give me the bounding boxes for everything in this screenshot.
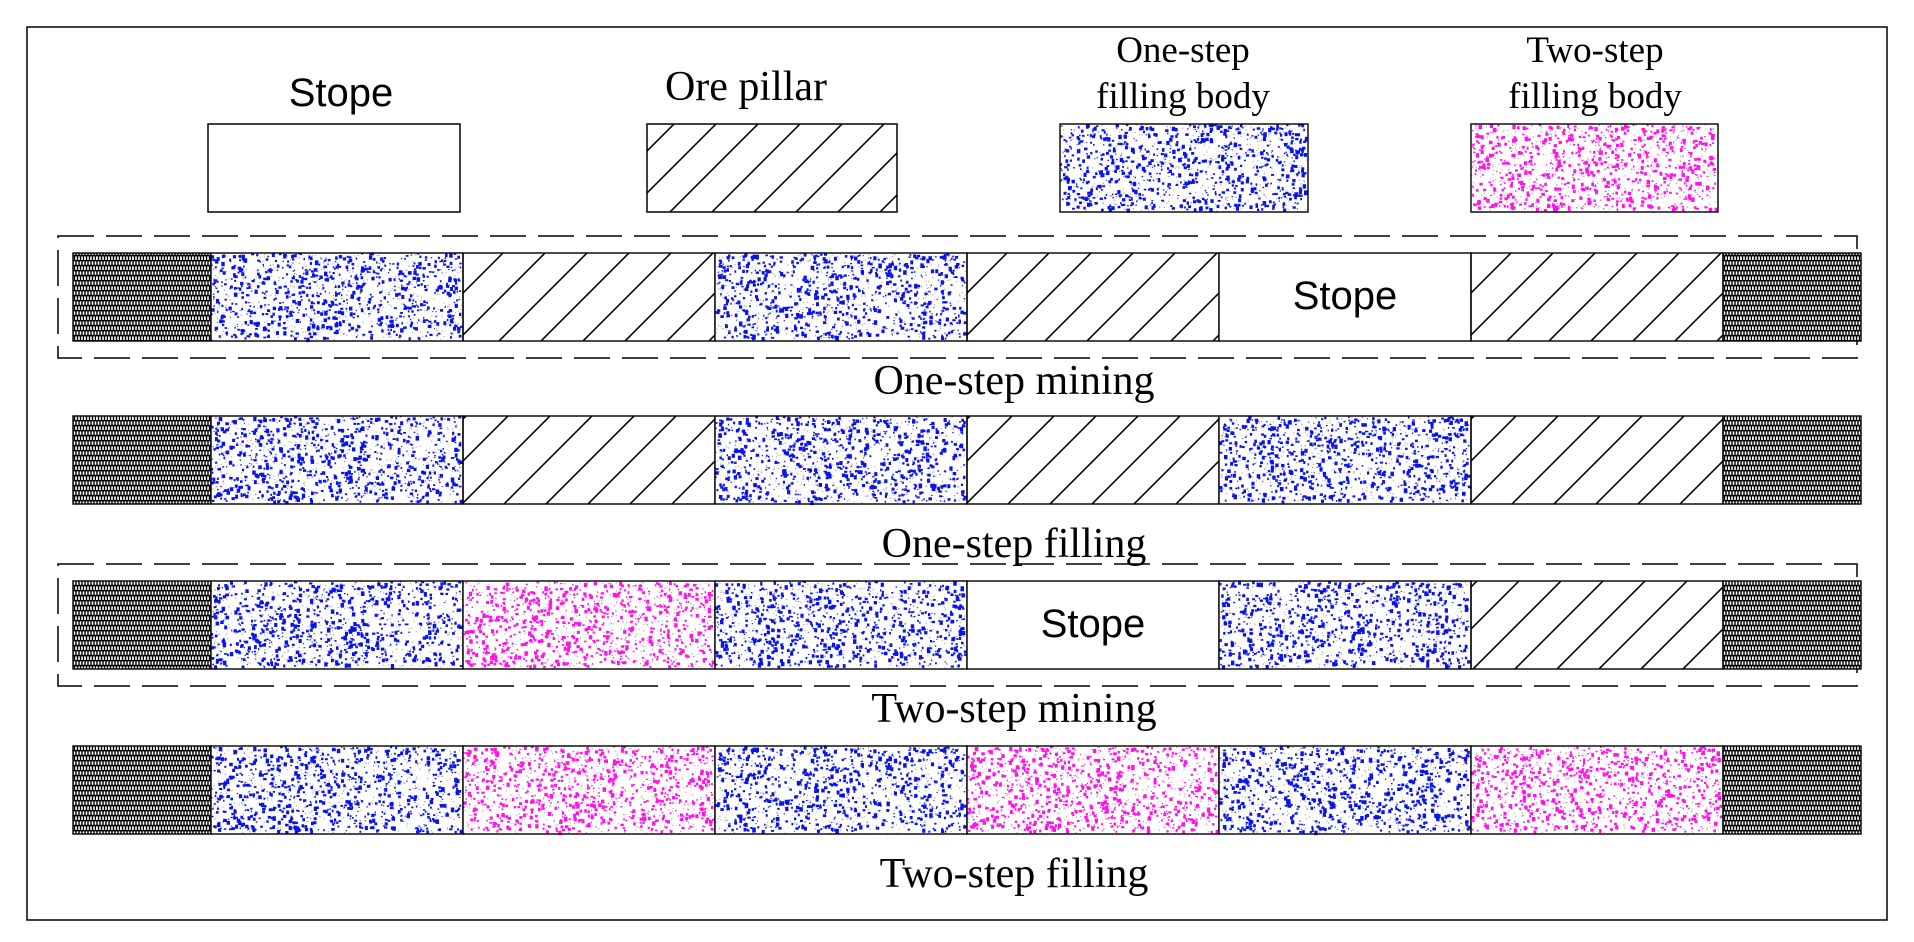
two-step-filling-body-cell [1470, 745, 1724, 836]
legend-one-step-label-line2: filling body [1096, 76, 1270, 117]
rock-wall-right [1722, 415, 1862, 505]
one-step-filling-body-cell [714, 580, 968, 670]
legend-two-step-fill-texture [1470, 123, 1719, 213]
ore-pillar-cell [966, 415, 1220, 505]
one-step-filling-body-cell [714, 415, 968, 506]
legend-ore-pillar-swatch [646, 123, 898, 213]
stope-cell-label: Stope [1293, 274, 1398, 318]
ore-pillar-cell [1470, 252, 1724, 342]
one-step-filling-body-cell [714, 252, 968, 343]
rock-wall-left [72, 415, 212, 505]
legend-two-step-fill-swatch [1470, 123, 1719, 213]
legend-two-step-label-line2: filling body [1508, 76, 1682, 117]
one-step-filling-body-cell [1218, 580, 1472, 670]
two-step-filling-body-cell [966, 745, 1220, 836]
ore-pillar-cell [1470, 415, 1724, 505]
row-caption-one-step-mining: One-step mining [873, 358, 1154, 404]
legend-two-step-label-line1: Two-step [1526, 30, 1663, 71]
stope-cell-label: Stope [1041, 602, 1146, 646]
legend-one-step-fill-swatch [1059, 123, 1309, 213]
row-one-step-filling: One-step filling [72, 415, 1862, 567]
rock-wall-left [72, 252, 212, 342]
one-step-filling-body-cell [210, 415, 464, 505]
legend-stope-label: Stope [289, 71, 394, 115]
rock-wall-left [72, 580, 212, 670]
ore-pillar-cell [966, 252, 1220, 342]
one-step-filling-body-cell [210, 745, 464, 836]
rock-wall-right [1722, 252, 1862, 342]
one-step-filling-body-cell [714, 745, 968, 836]
legend-one-step-label-line1: One-step [1116, 30, 1250, 71]
outer-border [26, 26, 1888, 921]
rock-wall-right [1722, 580, 1862, 670]
rock-wall-right [1722, 745, 1862, 835]
two-step-filling-body-cell [462, 580, 716, 671]
row-caption-two-step-mining: Two-step mining [871, 686, 1156, 732]
legend: Stope Ore pillar One-step filling body T… [207, 30, 1719, 213]
row-caption-two-step-filling: Two-step filling [880, 851, 1149, 897]
row-two-step-filling: Two-step filling [72, 745, 1862, 897]
legend-one-step-fill-texture [1059, 123, 1309, 213]
one-step-filling-body-cell [1218, 745, 1472, 836]
one-step-filling-body-cell [210, 252, 464, 343]
stope-cell [966, 580, 1220, 670]
ore-pillar-cell [462, 415, 716, 505]
one-step-filling-body-cell [1218, 415, 1472, 506]
legend-stope-swatch [207, 123, 461, 213]
legend-ore-pillar-label: Ore pillar [665, 64, 827, 110]
row-caption-one-step-filling: One-step filling [882, 521, 1147, 567]
one-step-filling-body-cell [210, 580, 464, 670]
two-step-filling-body-cell [462, 745, 716, 836]
ore-pillar-cell [1470, 580, 1724, 670]
ore-pillar-cell [462, 252, 716, 342]
rock-wall-left [72, 745, 212, 835]
